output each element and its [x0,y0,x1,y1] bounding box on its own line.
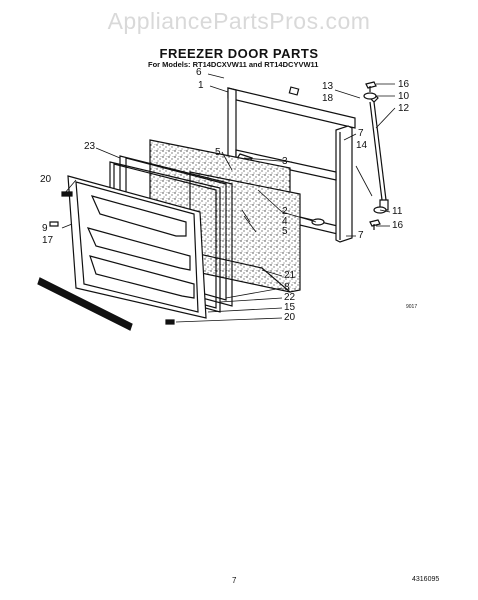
door-frame-middle-brace [235,149,337,181]
callout-9: 9 [42,223,48,234]
screw-16-top [365,81,377,92]
callout-16-bottom: 16 [392,220,404,231]
page-number: 7 [232,576,237,585]
callout-7-lower: 7 [358,230,364,241]
callout-10: 10 [398,91,410,102]
door-frame-right-channel [335,125,353,243]
callout-20-left: 20 [40,174,52,185]
diagram-title: FREEZER DOOR PARTS [159,46,319,61]
callout-14: 14 [356,140,368,151]
hinge-bracket-part [288,86,300,96]
callout-5-lower: 5 [282,226,288,237]
callout-17: 17 [42,235,54,246]
callout-8: 8 [284,282,290,293]
callout-3: 3 [282,156,288,167]
callout-18: 18 [322,93,334,104]
model-numbers: For Models: RT14DCXVW11 and RT14DCYVW11 [148,60,319,69]
screw-16-bottom [369,219,381,230]
document-number: 4316095 [412,576,440,583]
screw-20-left [61,191,73,197]
figure-code: 9017 [406,304,418,310]
callout-4: 4 [282,216,288,227]
callout-13: 13 [322,81,334,92]
callout-23: 23 [84,141,96,152]
callout-15: 15 [284,302,296,313]
callout-11: 11 [392,206,403,217]
callout-21: 21 [284,270,296,281]
screw-9 [49,221,59,227]
callout-2: 2 [282,206,288,217]
callout-7-upper: 7 [358,128,364,139]
callout-1: 1 [198,80,204,91]
callout-16-top: 16 [398,79,410,90]
watermark: AppliancePartsPros.com [107,8,371,34]
callout-5-upper: 5 [215,147,221,158]
torsion-rod [369,93,389,211]
outer-door-panel [67,175,207,319]
callout-20-bottom: 20 [284,312,296,323]
callout-6: 6 [196,67,202,78]
callout-12: 12 [398,103,410,114]
bushing-10 [363,92,377,100]
screw-20-bottom [165,319,175,325]
door-bottom-trim [37,277,133,331]
callout-22: 22 [284,292,296,303]
